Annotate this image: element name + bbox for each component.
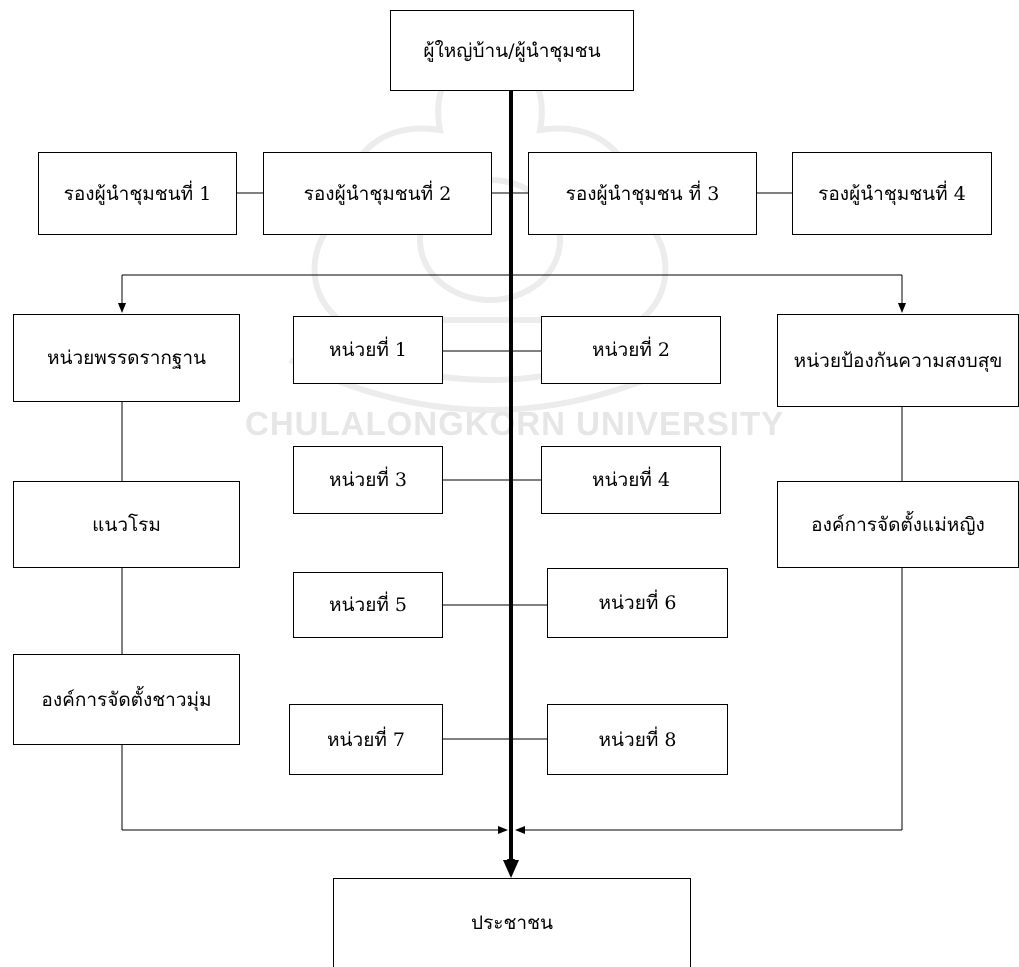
- unit-1-label: หน่วยที่ 1: [329, 339, 407, 361]
- unit-3-label: หน่วยที่ 3: [329, 469, 407, 491]
- deputy-2-label: รองผู้นำชุมชนที่ 2: [303, 182, 452, 205]
- left-unit-2-box: แนวโรม: [13, 481, 240, 568]
- left-unit-3-label: องค์การจัดตั้งชาวมุ่ม: [41, 688, 212, 711]
- right-unit-1-label: หน่วยป้องกันความสงบสุข: [793, 349, 1003, 372]
- right-unit-1-box: หน่วยป้องกันความสงบสุข: [777, 314, 1019, 407]
- unit-1-box: หน่วยที่ 1: [293, 316, 443, 384]
- unit-6-box: หน่วยที่ 6: [547, 568, 728, 638]
- unit-7-label: หน่วยที่ 7: [327, 728, 405, 751]
- unit-6-label: หน่วยที่ 6: [598, 592, 677, 614]
- citizens-label: ประชาชน: [471, 912, 553, 934]
- left-unit-1-label: หน่วยพรรดรากฐาน: [46, 347, 207, 369]
- unit-5-label: หน่วยที่ 5: [329, 594, 407, 616]
- deputy-3-label: รองผู้นำชุมชน ที่ 3: [565, 182, 720, 205]
- unit-7-box: หน่วยที่ 7: [289, 704, 443, 775]
- unit-8-box: หน่วยที่ 8: [547, 704, 728, 775]
- right-unit-2-box: องค์การจัดตั้งแม่หญิง: [777, 481, 1019, 568]
- left-unit-1-box: หน่วยพรรดรากฐาน: [13, 314, 240, 402]
- deputy-1-label: รองผู้นำชุมชนที่ 1: [63, 182, 212, 205]
- unit-8-label: หน่วยที่ 8: [598, 728, 677, 751]
- left-unit-2-label: แนวโรม: [92, 513, 161, 536]
- deputy-4-box: รองผู้นำชุมชนที่ 4: [792, 152, 992, 235]
- deputy-1-box: รองผู้นำชุมชนที่ 1: [38, 152, 237, 235]
- unit-4-box: หน่วยที่ 4: [541, 446, 721, 514]
- unit-4-label: หน่วยที่ 4: [592, 469, 670, 491]
- deputy-4-label: รองผู้นำชุมชนที่ 4: [818, 182, 966, 205]
- watermark-text: CHULALONGKORN UNIVERSITY: [245, 405, 785, 442]
- deputy-2-box: รองผู้นำชุมชนที่ 2: [263, 152, 492, 235]
- deputy-3-box: รองผู้นำชุมชน ที่ 3: [528, 152, 757, 235]
- citizens-box: ประชาชน: [333, 878, 691, 967]
- right-unit-2-label: องค์การจัดตั้งแม่หญิง: [811, 513, 985, 536]
- unit-2-label: หน่วยที่ 2: [592, 339, 670, 361]
- village-head-label: ผู้ใหญ่บ้าน/ผู้นำชุมชน: [423, 39, 601, 62]
- unit-2-box: หน่วยที่ 2: [541, 316, 721, 384]
- left-unit-3-box: องค์การจัดตั้งชาวมุ่ม: [13, 654, 240, 745]
- village-head-box: ผู้ใหญ่บ้าน/ผู้นำชุมชน: [390, 10, 634, 91]
- unit-5-box: หน่วยที่ 5: [293, 572, 443, 638]
- unit-3-box: หน่วยที่ 3: [293, 446, 443, 514]
